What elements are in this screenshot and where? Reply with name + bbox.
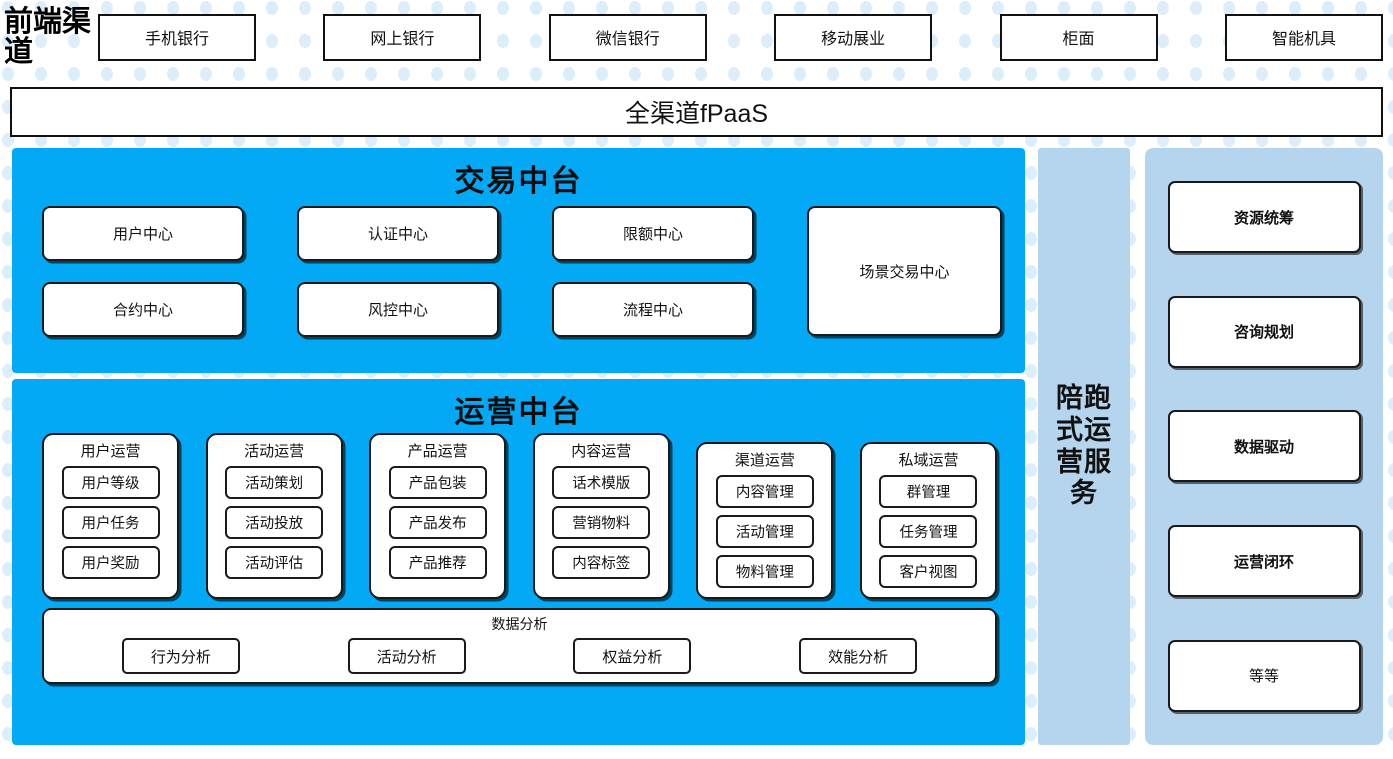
channel-box-online-bank[interactable]: 网上银行 — [323, 13, 482, 61]
front-channel-row: 前端渠道 手机银行 网上银行 微信银行 移动展业 柜面 智能机具 — [0, 6, 1393, 68]
ops-item[interactable]: 活动管理 — [715, 515, 814, 548]
trade-box-scenario-trade-center[interactable]: 场景交易中心 — [807, 206, 1002, 336]
ops-item[interactable]: 任务管理 — [879, 515, 978, 548]
ops-item[interactable]: 活动评估 — [225, 546, 324, 579]
front-channel-label: 前端渠道 — [4, 5, 92, 68]
ops-platform-title: 运营中台 — [454, 396, 583, 429]
channel-box-smart-machine[interactable]: 智能机具 — [1224, 13, 1383, 61]
ops-group-private-domain[interactable]: 私域运营 群管理 任务管理 客户视图 — [859, 442, 997, 599]
fpaas-bar[interactable]: 全渠道fPaaS — [10, 87, 1383, 137]
service-sidebar-label: 陪跑式运营服务 — [1056, 382, 1112, 509]
platform-column: 交易中台 用户中心 认证中心 限额中心 合约中心 风控中心 流程中心 场景交易中… — [12, 148, 1025, 745]
channel-box-mobile-business[interactable]: 移动展业 — [774, 13, 933, 61]
ops-group-user[interactable]: 用户运营 用户等级 用户任务 用户奖励 — [42, 433, 179, 599]
capability-box-resource[interactable]: 资源统筹 — [1167, 181, 1361, 254]
ops-item[interactable]: 群管理 — [879, 475, 978, 508]
ops-item[interactable]: 用户任务 — [61, 506, 160, 539]
ops-item[interactable]: 物料管理 — [715, 555, 814, 588]
ops-item[interactable]: 产品推荐 — [388, 546, 487, 579]
ops-item[interactable]: 活动策划 — [225, 466, 324, 499]
ops-item[interactable]: 话术模版 — [552, 466, 651, 499]
ops-group-title: 用户运营 — [80, 443, 141, 460]
capability-box-data-driven[interactable]: 数据驱动 — [1167, 410, 1361, 483]
trade-box-riskcontrol-center[interactable]: 风控中心 — [297, 282, 499, 337]
ops-group-content[interactable]: 内容运营 话术模版 营销物料 内容标签 — [532, 433, 670, 599]
data-analysis-item-campaign[interactable]: 活动分析 — [347, 638, 466, 674]
ops-group-campaign[interactable]: 活动运营 活动策划 活动投放 活动评估 — [205, 433, 343, 599]
trade-platform-boxes: 用户中心 认证中心 限额中心 合约中心 风控中心 流程中心 场景交易中心 — [42, 206, 1007, 356]
channel-box-mobile-bank[interactable]: 手机银行 — [98, 13, 256, 61]
data-analysis-item-efficiency[interactable]: 效能分析 — [799, 638, 918, 674]
ops-item[interactable]: 产品发布 — [388, 506, 487, 539]
ops-item[interactable]: 活动投放 — [225, 506, 324, 539]
service-sidebar-panel: 陪跑式运营服务 — [1038, 148, 1130, 745]
ops-group-product[interactable]: 产品运营 产品包装 产品发布 产品推荐 — [369, 433, 507, 599]
trade-box-user-center[interactable]: 用户中心 — [42, 206, 244, 261]
trade-platform-title: 交易中台 — [454, 165, 583, 198]
ops-group-title: 活动运营 — [244, 443, 305, 460]
ops-item[interactable]: 用户奖励 — [61, 546, 160, 579]
trade-box-auth-center[interactable]: 认证中心 — [297, 206, 499, 261]
ops-group-title: 私域运营 — [898, 452, 959, 469]
trade-box-limit-center[interactable]: 限额中心 — [552, 206, 754, 261]
ops-item[interactable]: 内容标签 — [552, 546, 651, 579]
ops-item[interactable]: 客户视图 — [879, 555, 978, 588]
capability-panel: 资源统筹 咨询规划 数据驱动 运营闭环 等等 — [1145, 148, 1383, 745]
trade-box-contract-center[interactable]: 合约中心 — [42, 282, 244, 337]
ops-group-title: 产品运营 — [407, 443, 468, 460]
main-body: 交易中台 用户中心 认证中心 限额中心 合约中心 风控中心 流程中心 场景交易中… — [0, 148, 1393, 748]
channel-box-wechat-bank[interactable]: 微信银行 — [548, 13, 707, 61]
ops-group-channel[interactable]: 渠道运营 内容管理 活动管理 物料管理 — [696, 442, 834, 599]
data-analysis-title: 数据分析 — [491, 616, 548, 632]
capability-box-closed-loop[interactable]: 运营闭环 — [1167, 525, 1361, 598]
ops-group-title: 内容运营 — [571, 443, 632, 460]
ops-item[interactable]: 产品包装 — [388, 466, 487, 499]
ops-group-title: 渠道运营 — [734, 452, 795, 469]
trade-platform-panel: 交易中台 用户中心 认证中心 限额中心 合约中心 风控中心 流程中心 场景交易中… — [12, 148, 1025, 373]
ops-item[interactable]: 内容管理 — [715, 475, 814, 508]
ops-item[interactable]: 用户等级 — [61, 466, 160, 499]
data-analysis-item-behavior[interactable]: 行为分析 — [121, 638, 240, 674]
channel-box-list: 手机银行 网上银行 微信银行 移动展业 柜面 智能机具 — [92, 13, 1393, 61]
ops-group-list: 用户运营 用户等级 用户任务 用户奖励 活动运营 活动策划 活动投放 活动评估 … — [42, 433, 997, 599]
ops-platform-panel: 运营中台 用户运营 用户等级 用户任务 用户奖励 活动运营 活动策划 活动投放 … — [12, 379, 1025, 745]
data-analysis-items: 行为分析 活动分析 权益分析 效能分析 — [44, 638, 995, 674]
trade-box-process-center[interactable]: 流程中心 — [552, 282, 754, 337]
capability-box-consulting[interactable]: 咨询规划 — [1167, 295, 1361, 368]
data-analysis-item-benefit[interactable]: 权益分析 — [573, 638, 692, 674]
data-analysis-strip: 数据分析 行为分析 活动分析 权益分析 效能分析 — [42, 608, 997, 684]
capability-box-etc[interactable]: 等等 — [1167, 639, 1361, 712]
channel-box-counter[interactable]: 柜面 — [999, 13, 1158, 61]
ops-item[interactable]: 营销物料 — [552, 506, 651, 539]
